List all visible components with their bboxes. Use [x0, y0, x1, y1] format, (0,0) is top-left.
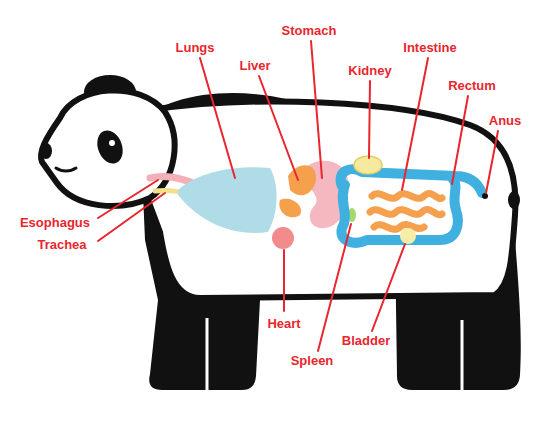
lungs-organ	[178, 167, 277, 233]
bladder-organ	[400, 228, 416, 244]
nose	[40, 143, 52, 159]
leader-line	[452, 96, 468, 184]
liver-organ	[279, 199, 301, 218]
liver-organ	[288, 165, 316, 195]
part-label: Liver	[239, 58, 270, 73]
leader-line	[200, 58, 235, 178]
part-label: Lungs	[176, 40, 215, 55]
leader-line	[283, 250, 285, 311]
part-label: Trachea	[37, 237, 86, 252]
leader-line	[311, 41, 322, 178]
anus-organ	[482, 193, 488, 199]
part-label: Esophagus	[20, 215, 90, 230]
small-intestine-organ	[370, 193, 442, 229]
leg-gap	[206, 318, 209, 390]
part-label: Spleen	[291, 353, 334, 368]
part-label: Intestine	[403, 40, 456, 55]
leader-line	[372, 244, 405, 331]
leader-line	[259, 76, 298, 180]
leader-line	[98, 193, 165, 241]
eye-patch	[93, 127, 127, 167]
part-label: Kidney	[348, 63, 391, 78]
mouth	[56, 168, 76, 171]
part-label: Heart	[267, 316, 300, 331]
part-label: Anus	[489, 113, 522, 128]
part-label: Stomach	[282, 23, 337, 38]
eye	[109, 140, 115, 146]
leader-line	[318, 224, 351, 351]
leader-line	[486, 131, 498, 193]
tail	[508, 191, 520, 209]
leader-line	[98, 180, 158, 218]
leg-gap	[461, 320, 464, 390]
leader-line	[402, 58, 428, 190]
kidney-organ	[354, 156, 382, 174]
leader-line	[369, 81, 370, 158]
intestine-organ	[341, 178, 457, 243]
heart-organ	[272, 227, 294, 249]
panda-body	[148, 102, 515, 298]
part-label: Bladder	[342, 333, 390, 348]
part-label: Rectum	[448, 78, 496, 93]
